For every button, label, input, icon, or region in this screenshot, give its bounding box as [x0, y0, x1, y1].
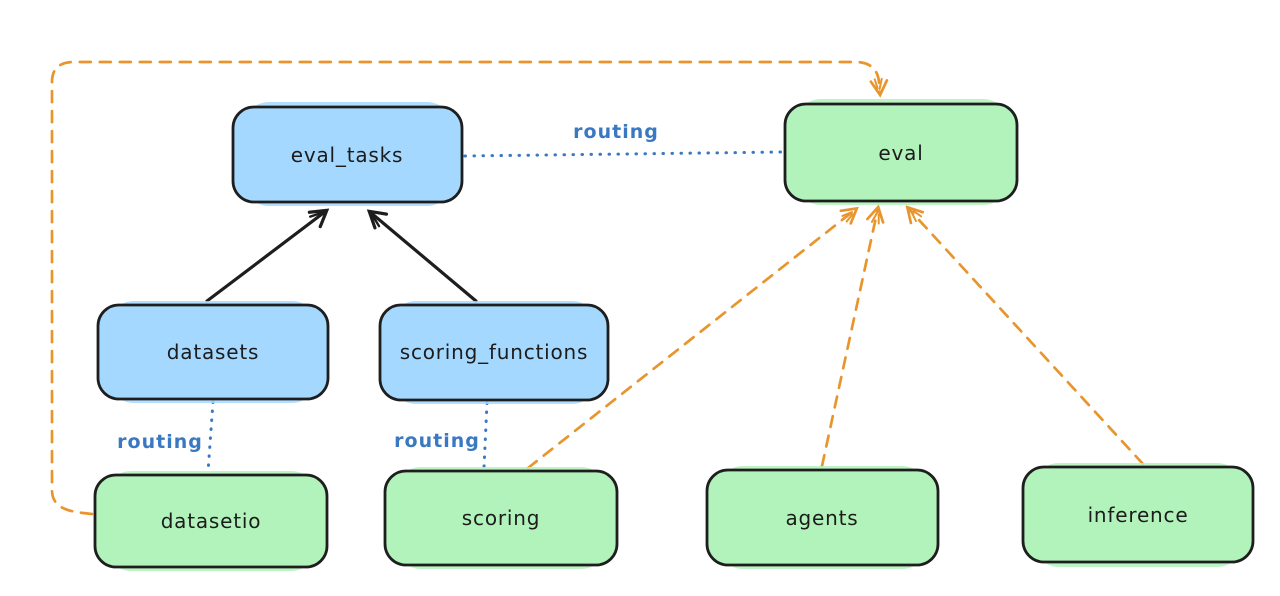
- routing-label-scoring-functions: routing: [394, 430, 480, 452]
- edge-routing-eval-tasks-to-eval: [463, 150, 785, 158]
- node-datasets: datasets: [96, 301, 330, 403]
- edge-agents-to-eval: [820, 204, 885, 468]
- node-agents-label: agents: [786, 506, 859, 530]
- node-eval-label: eval: [878, 141, 923, 165]
- node-inference: inference: [1021, 463, 1255, 567]
- node-scoring-box: [383, 469, 619, 567]
- node-inference-label: inference: [1088, 503, 1189, 527]
- edge-scoring-functions-to-eval-tasks: [366, 209, 478, 303]
- node-scoring-functions-box: [378, 303, 610, 402]
- node-agents: agents: [705, 466, 940, 569]
- edge-routing-datasets-to-datasetio: [206, 400, 215, 474]
- node-scoring-label: scoring: [462, 506, 540, 530]
- routing-label-top: routing: [573, 121, 659, 143]
- node-inference-box: [1021, 465, 1255, 564]
- node-eval-tasks-box: [231, 105, 464, 204]
- node-eval-tasks: eval_tasks: [231, 102, 464, 206]
- node-eval-box: [783, 102, 1019, 203]
- node-scoring-functions: scoring_functions: [378, 301, 610, 404]
- node-eval: eval: [783, 99, 1019, 205]
- node-datasetio-box: [93, 473, 329, 569]
- node-datasets-label: datasets: [167, 340, 259, 364]
- edge-datasets-to-eval-tasks: [205, 208, 330, 303]
- edge-datasetio-to-eval: [50, 60, 889, 516]
- node-scoring-functions-label: scoring_functions: [400, 340, 589, 364]
- node-scoring: scoring: [383, 467, 619, 569]
- edge-routing-scoring-functions-to-scoring: [482, 401, 489, 470]
- node-datasetio-label: datasetio: [161, 509, 262, 533]
- routing-label-datasets: routing: [117, 431, 203, 453]
- node-eval-tasks-label: eval_tasks: [291, 143, 403, 167]
- edge-scoring-to-eval: [526, 206, 859, 470]
- node-datasetio: datasetio: [93, 471, 329, 571]
- node-datasets-box: [96, 303, 330, 401]
- node-agents-box: [705, 468, 940, 567]
- edge-inference-to-eval: [905, 205, 1145, 466]
